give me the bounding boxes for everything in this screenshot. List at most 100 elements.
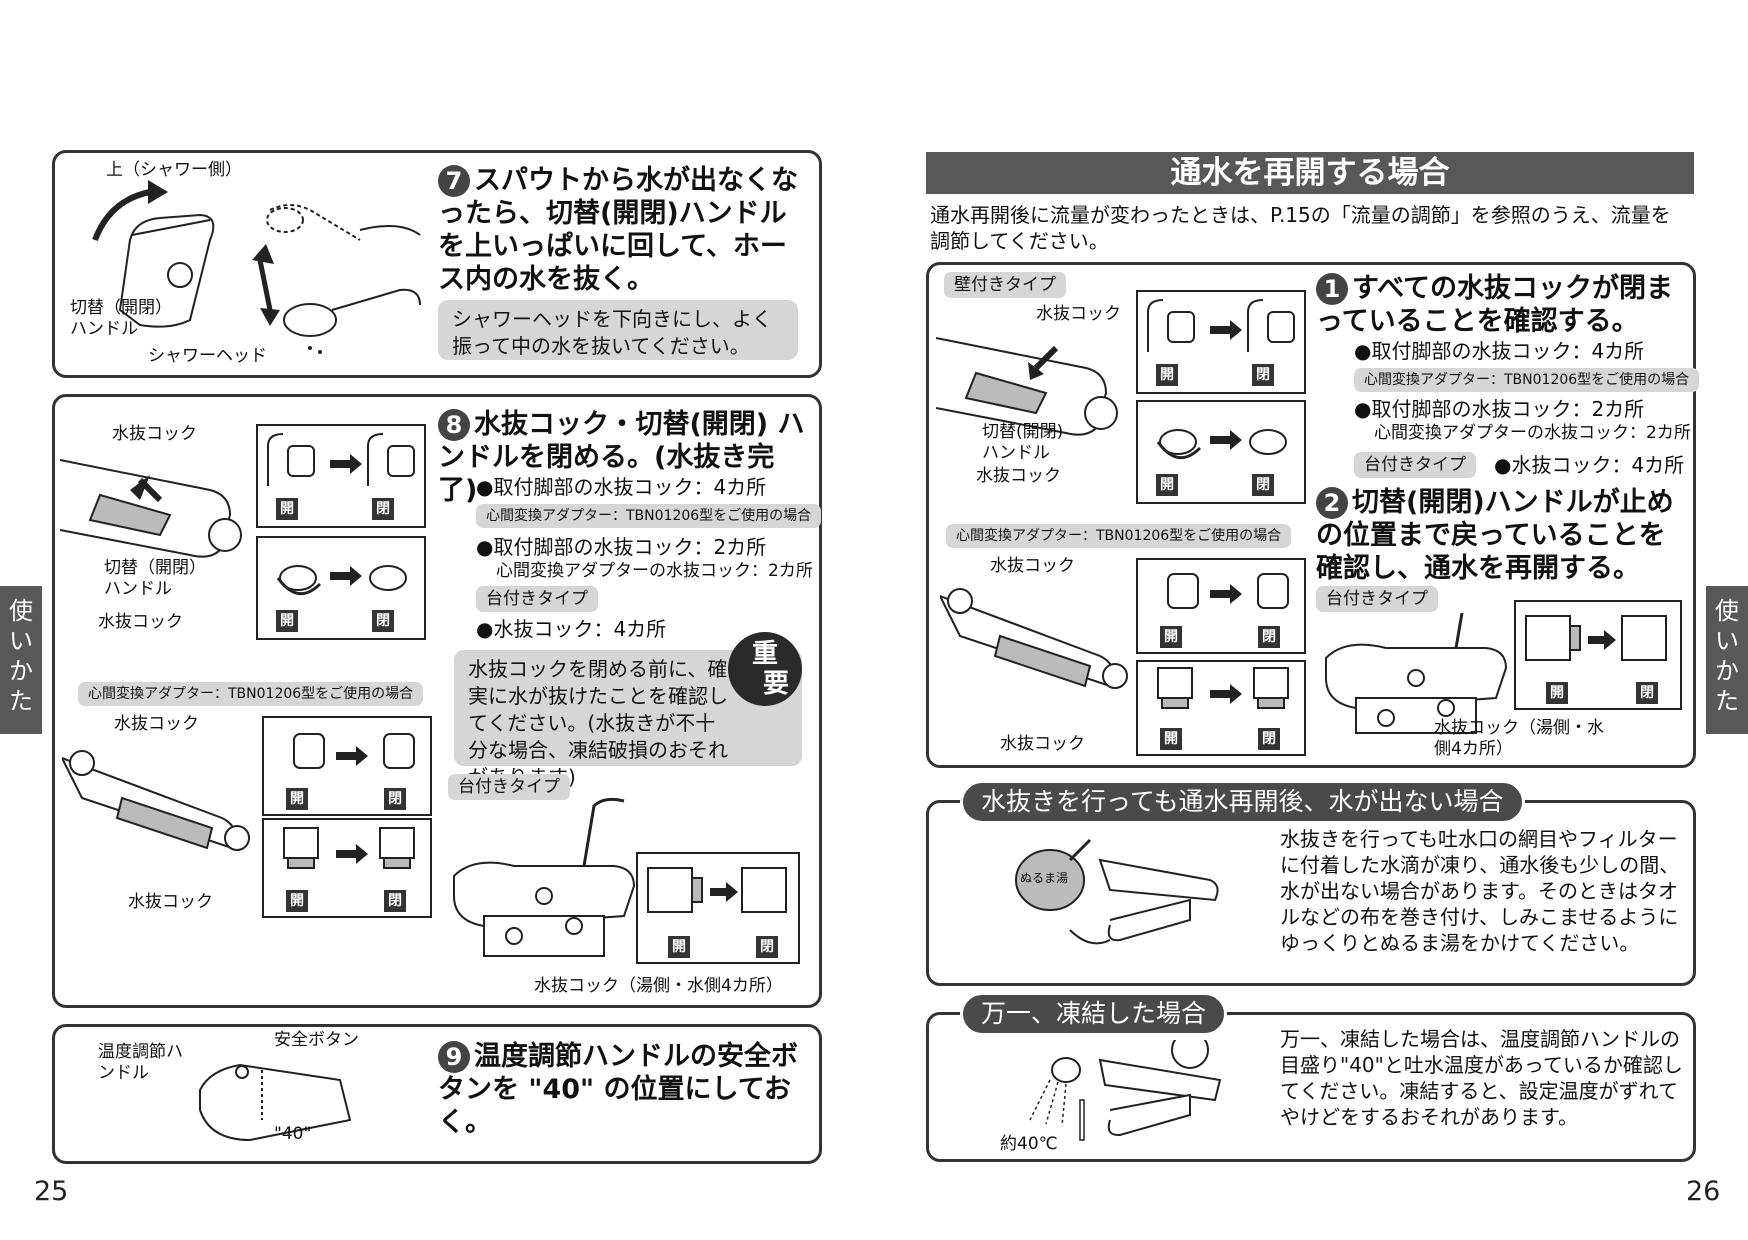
- resume-step1-number: 1: [1316, 273, 1348, 305]
- step9-box: [52, 1024, 822, 1164]
- resume-adapter-illustration: [940, 588, 1128, 689]
- open-label: 開: [668, 936, 690, 958]
- resume-label-handle: 切替(開閉)ハンドル: [982, 422, 1064, 463]
- frozen-illustration: [1029, 1040, 1222, 1141]
- step8-adapter-panel-1: 開 閉: [262, 716, 432, 816]
- resume-faucet-illustration: [936, 337, 1118, 436]
- close-label: 閉: [372, 498, 394, 520]
- side-tab-left: 使いかた: [0, 586, 42, 734]
- step8-label-handle: 切替（開閉）ハンドル: [104, 558, 198, 599]
- close-label: 閉: [372, 610, 394, 632]
- open-label: 開: [1160, 728, 1182, 750]
- step8-adapter-tag: 心間変換アダプター：TBN01206型をご使用の場合: [476, 504, 822, 528]
- frozen-box: [926, 1012, 1696, 1162]
- resume-label-drain-cock3: 水抜コック: [990, 556, 1075, 576]
- step8-adapter-tag-left: 心間変換アダプター：TBN01206型をご使用の場合: [78, 682, 424, 706]
- step8-label-drain-cock4: 水抜コック: [128, 892, 213, 912]
- important-badge-char2: 要: [762, 669, 789, 699]
- step8-label-drain-cock2: 水抜コック: [98, 612, 183, 632]
- frozen-text: 万一、凍結した場合は、温度調節ハンドルの目盛り"40"と吐水温度があっているか確…: [1280, 1027, 1683, 1129]
- open-label: 開: [1546, 682, 1568, 704]
- resume-step2-number: 2: [1316, 487, 1348, 519]
- step8-label-drain-cock3: 水抜コック: [114, 714, 199, 734]
- resume-label-deck-drain: 水抜コック（湯側・水側4カ所）: [1434, 718, 1604, 759]
- step7-label-shower-head: シャワーヘッド: [148, 346, 267, 366]
- step8-title-text: 水抜コック・切替(開閉) ハンドルを閉める。(水抜き完了): [438, 409, 805, 506]
- resume-step1-bullet2: ●取付脚部の水抜コック：2カ所: [1354, 397, 1645, 421]
- step8-cock-panel-2: 開 閉: [256, 536, 426, 640]
- intro-text: 通水再開後に流量が変わったときは、P.15の「流量の調節」を参照のうえ、流量を調…: [930, 203, 1671, 253]
- step7-label-top: 上（シャワー側）: [106, 160, 242, 180]
- resume-adapter-panel-1: 開 閉: [1136, 558, 1306, 654]
- resume-step1-deck-tag: 台付きタイプ: [1354, 452, 1476, 478]
- important-badge-char1: 重: [751, 639, 778, 669]
- resume-step1-bullet3: ●水抜コック：4カ所: [1494, 453, 1685, 477]
- step8-cock-panel-1: 開 閉: [256, 424, 426, 528]
- step9-label-temp-handle: 温度調節ハンドル: [98, 1042, 183, 1083]
- step8-label-deck-drain: 水抜コック（湯側・水側4カ所）: [534, 976, 783, 996]
- open-label: 開: [276, 610, 298, 632]
- section-title: 通水を再開する場合: [926, 152, 1694, 194]
- step9-number: 9: [438, 1041, 470, 1073]
- open-label: 開: [276, 498, 298, 520]
- step8-bullet2-sub: 心間変換アダプターの水抜コック：2カ所: [496, 561, 813, 581]
- step8-number: 8: [438, 409, 470, 441]
- no-water-illustration: [1015, 838, 1219, 945]
- step9-label-safety-button: 安全ボタン: [274, 1030, 359, 1050]
- open-label: 開: [1156, 474, 1178, 496]
- step9-illustration: [199, 1063, 352, 1142]
- open-label: 開: [286, 788, 308, 810]
- step8-label-drain-cock: 水抜コック: [112, 424, 197, 444]
- resume-label-drain-cock4: 水抜コック: [1000, 734, 1085, 754]
- side-tab-right: 使いかた: [1706, 586, 1748, 734]
- step8-adapter-panel-2: 開 閉: [262, 818, 432, 918]
- frozen-temp-label: 約40℃: [1000, 1134, 1058, 1154]
- step9-title-text: 温度調節ハンドルの安全ボタンを "40" の位置にしておく。: [438, 1041, 798, 1138]
- step8-bullet1: ●取付脚部の水抜コック：4カ所: [476, 475, 767, 499]
- step8-deck-illustration: [453, 797, 636, 957]
- frozen-header: 万一、凍結した場合: [960, 992, 1228, 1036]
- important-badge: 重 要: [728, 632, 802, 706]
- resume-label-drain-cock: 水抜コック: [1036, 304, 1121, 324]
- step8-adapter-illustration: [62, 750, 250, 851]
- resume-step2-deck-tag: 台付きタイプ: [1316, 586, 1438, 612]
- resume-step1-adapter-tag: 心間変換アダプター：TBN01206型をご使用の場合: [1354, 368, 1700, 392]
- resume-step1-bullet2-sub: 心間変換アダプターの水抜コック：2カ所: [1374, 423, 1691, 443]
- step7-label-handle: 切替（開閉）ハンドル: [70, 298, 172, 339]
- step8-bullet3: ●水抜コック：4カ所: [476, 617, 667, 641]
- close-label: 閉: [1252, 364, 1274, 386]
- step8-bullet2: ●取付脚部の水抜コック：2カ所: [476, 535, 767, 559]
- close-label: 閉: [1636, 682, 1658, 704]
- resume-adapter-panel-2: 開 閉: [1136, 660, 1306, 756]
- step7-title-text: スパウトから水が出なくなったら、切替(開閉)ハンドルを上いっぱいに回して、ホース…: [438, 165, 798, 295]
- close-label: 閉: [384, 890, 406, 912]
- resume-cock-panel-2: 開 閉: [1136, 400, 1306, 504]
- close-label: 閉: [756, 936, 778, 958]
- page-number-right: 26: [1686, 1176, 1721, 1207]
- resume-cock-panel-1: 開 閉: [1136, 290, 1306, 394]
- page-number-left: 25: [34, 1176, 69, 1207]
- open-label: 開: [1156, 364, 1178, 386]
- resume-step1-title-text: すべての水抜コックが閉まっていることを確認する。: [1316, 273, 1674, 337]
- no-water-header: 水抜きを行っても通水再開後、水が出ない場合: [960, 780, 1525, 824]
- close-label: 閉: [384, 788, 406, 810]
- resume-deck-panel: 開 閉: [1514, 600, 1682, 710]
- close-label: 閉: [1252, 474, 1274, 496]
- close-label: 閉: [1258, 626, 1280, 648]
- wall-type-tag: 壁付きタイプ: [944, 272, 1066, 298]
- open-label: 開: [286, 890, 308, 912]
- step7-illustration: [92, 180, 421, 354]
- no-water-text: 水抜きを行っても吐水口の網目やフィルターに付着した水滴が凍り、通水後も少しの間、…: [1280, 827, 1680, 955]
- step7-number: 7: [438, 165, 470, 197]
- step8-faucet-illustration: [60, 459, 242, 558]
- kettle-label: ぬるま湯: [1020, 871, 1069, 885]
- step8-deck-tag-illus: 台付きタイプ: [448, 774, 570, 800]
- step8-deck-panel: 開 閉: [636, 852, 800, 964]
- resume-step2-title-text: 切替(開閉)ハンドルが止めの位置まで戻っていることを確認し、通水を再開する。: [1316, 487, 1674, 584]
- resume-adapter-tag-illus: 心間変換アダプター：TBN01206型をご使用の場合: [946, 524, 1292, 548]
